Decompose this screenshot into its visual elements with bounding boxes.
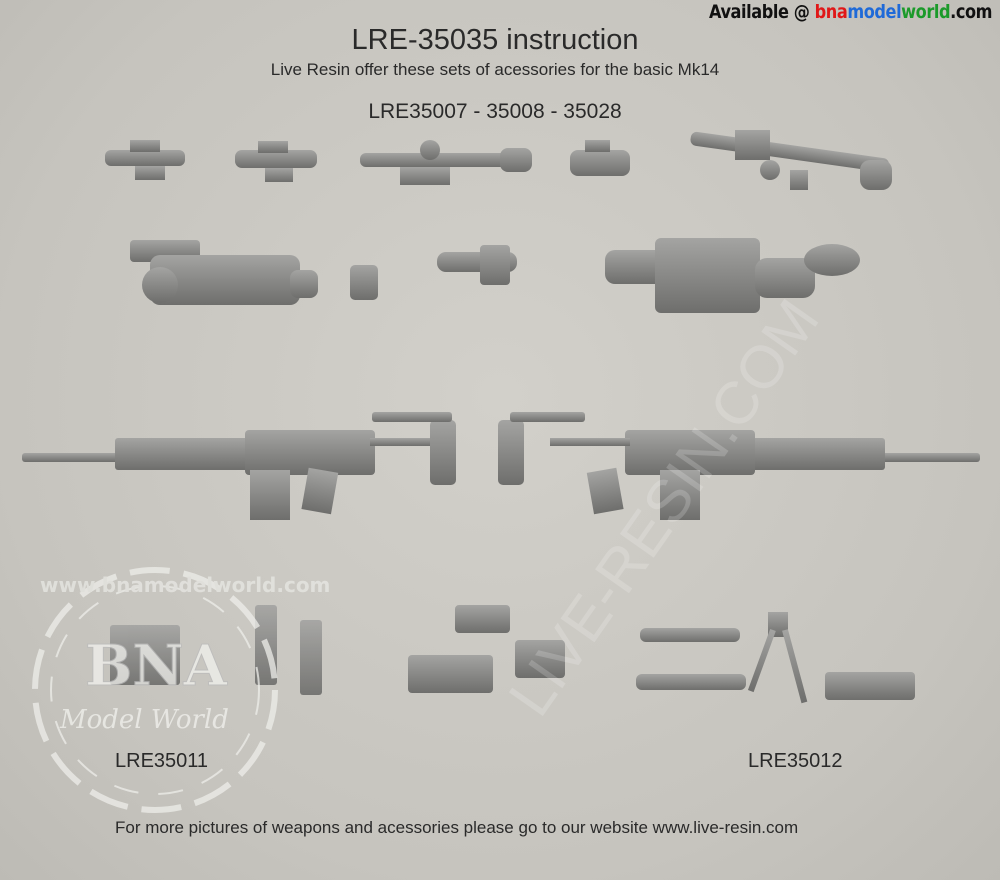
- scope-long-2: [690, 130, 892, 190]
- set-label-right: LRE35012: [748, 750, 843, 772]
- scope-acog-1: [105, 140, 185, 180]
- rifle-left: [22, 412, 456, 520]
- seal-url-text: www.bnamodelworld.com: [40, 573, 330, 597]
- seal-script-text: Model World: [59, 705, 229, 735]
- watermark-diagonal: LIVE-RESIN.COM: [496, 288, 832, 728]
- footer-text: For more pictures of weapons and acessor…: [115, 818, 799, 837]
- laser-modules: [408, 605, 565, 693]
- bipod: [747, 612, 808, 704]
- bipod-folded: [825, 672, 915, 700]
- flashlights: [636, 628, 746, 690]
- thermal-sight: [130, 240, 318, 305]
- brand-world: world: [901, 1, 951, 23]
- set-label-optics: LRE35007 - 35008 - 35028: [368, 100, 622, 123]
- eyecup: [350, 265, 378, 300]
- bna-seal-watermark: www.bnamodelworld.com BNA Model World: [32, 567, 330, 813]
- seal-bna-text: BNA: [85, 633, 229, 699]
- scope-compact: [570, 140, 630, 176]
- scope-acog-2: [235, 141, 317, 182]
- available-text: Available @: [708, 1, 810, 23]
- night-vision: [437, 245, 517, 285]
- availability-banner: Available @ bnamodelworld.com: [708, 1, 993, 23]
- page-title: LRE-35035 instruction: [351, 24, 639, 56]
- set-label-left: LRE35011: [115, 750, 209, 772]
- brand-bna: bna: [814, 1, 848, 23]
- page-subtitle: Live Resin offer these sets of acessorie…: [270, 60, 720, 79]
- rifle-right: [498, 412, 980, 520]
- scope-long-1: [360, 140, 532, 185]
- brand-com: .com: [950, 1, 992, 23]
- brand-model: model: [847, 1, 902, 23]
- large-thermal: [605, 238, 860, 313]
